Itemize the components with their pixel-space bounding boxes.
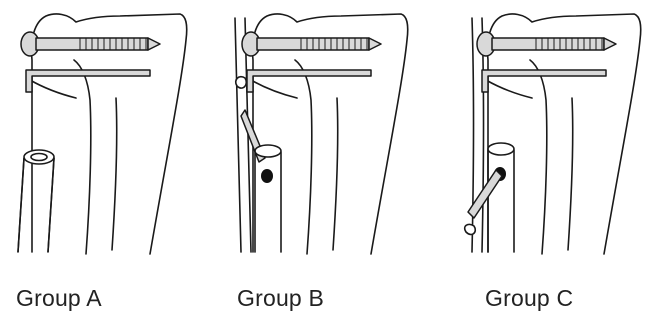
bone-fragment-icon: [465, 224, 476, 234]
panel-b-drawing: [215, 0, 430, 321]
panel-c-drawing: [430, 0, 647, 321]
screw-icon: [477, 32, 616, 56]
tube-hole-icon: [261, 169, 273, 183]
bone-fragment-icon: [236, 77, 247, 88]
panel-group-a: Group A: [0, 0, 215, 321]
tube-icon: [488, 143, 514, 252]
tube-icon: [18, 150, 54, 252]
caption-group-c: Group C: [485, 285, 573, 312]
screw-icon: [21, 32, 160, 56]
caption-group-a: Group A: [16, 285, 102, 312]
caption-group-b: Group B: [237, 285, 324, 312]
panel-a-drawing: [0, 0, 215, 321]
screw-icon: [242, 32, 381, 56]
panel-group-b: Group B: [215, 0, 430, 321]
panel-group-c: Group C: [430, 0, 647, 321]
